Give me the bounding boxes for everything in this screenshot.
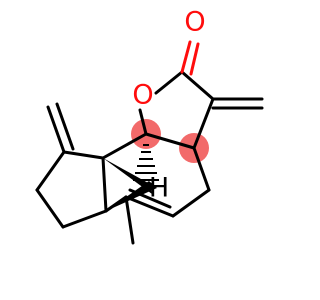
bond-c10-methyl: [124, 195, 135, 245]
wedge-bond-c5-h: [106, 181, 157, 211]
oxygen-ring-label: O: [132, 80, 153, 111]
molecule-structure: O O H: [35, 7, 264, 245]
bond-carbonyl-c-exo: [180, 70, 215, 101]
bond-c1-c2: [62, 150, 105, 160]
bond-o-carbonyl-carbon: [154, 70, 184, 95]
bond-c3-c4: [35, 188, 65, 229]
bond-c4-c5: [61, 209, 108, 229]
bond-ring-methylene-1: [46, 105, 66, 154]
bond-carbonyl-double-1: [180, 40, 192, 74]
oxygen-carbonyl-label: O: [184, 7, 205, 38]
hydrogen-label: H: [149, 173, 169, 204]
bond-c7-c8: [192, 146, 211, 192]
bond-ring-junction: [144, 132, 196, 150]
bond-c1-c6: [101, 132, 148, 160]
bond-exo-c-ring-junction: [192, 97, 215, 150]
wedge-bond-c1-h: [103, 158, 152, 194]
bond-carbonyl-double-2: [189, 42, 200, 76]
bond-c9-c10: [124, 195, 175, 218]
bond-c8-c9: [171, 188, 211, 218]
bond-c5-c1: [101, 156, 108, 213]
bond-c-o-ring: [138, 108, 148, 136]
bond-c2-c3: [35, 150, 66, 192]
bond-ring-methylene-2: [55, 102, 75, 151]
hashed-bond-c6-h: [133, 144, 159, 181]
molecule-canvas: O O H: [35, 7, 264, 245]
bond-c5-c10: [104, 195, 128, 213]
